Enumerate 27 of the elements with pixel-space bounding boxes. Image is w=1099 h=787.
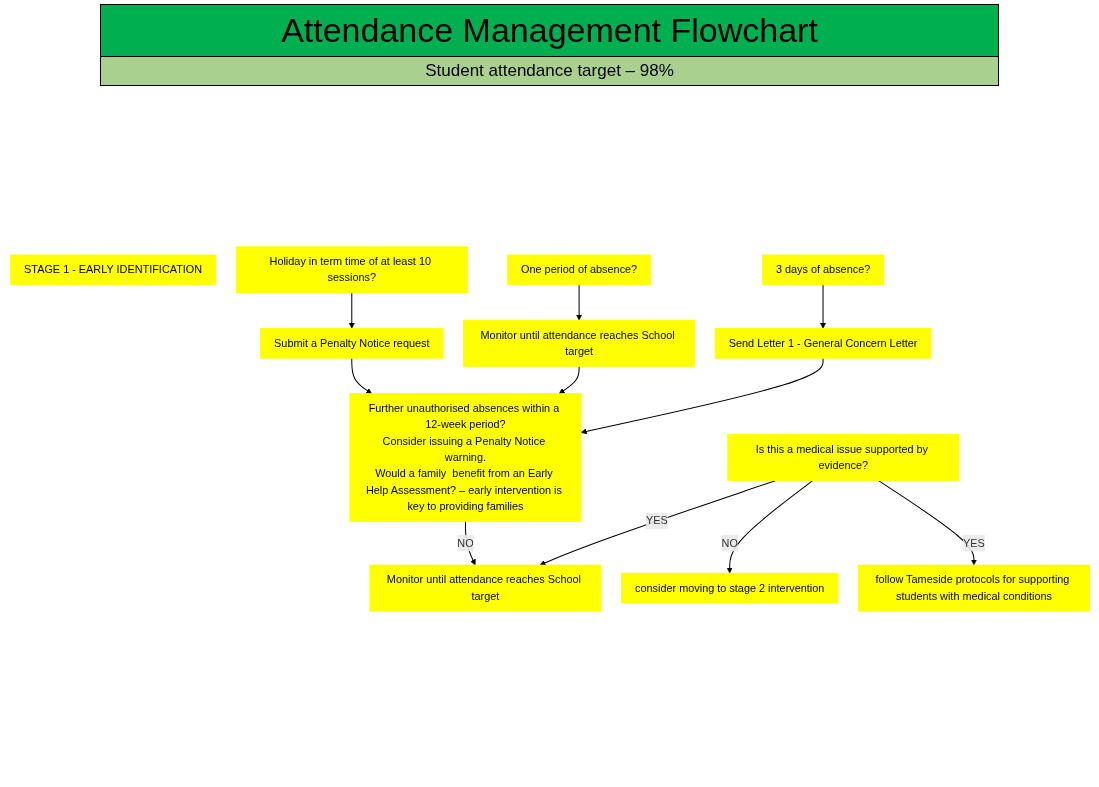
arrow (877, 480, 977, 566)
arrow (350, 357, 372, 394)
node-box: Submit a Penalty Notice request (259, 328, 443, 359)
arrow (575, 284, 582, 321)
arrow (348, 292, 355, 329)
arrow (819, 284, 826, 329)
node-box: Send Letter 1 - General Concern Letter (714, 328, 931, 359)
node-box: Holiday in term time of at least 10 sessions? (235, 246, 468, 294)
node-box: consider moving to stage 2 intervention (620, 572, 838, 604)
edge-label: YES (645, 514, 668, 527)
node-box: STAGE 1 - EARLY IDENTIFICATION (9, 254, 216, 286)
node-box: One period of absence? (506, 254, 651, 286)
edge-label: YES (962, 537, 985, 549)
edge-label: NO (721, 537, 738, 549)
node-box: Is this a medical issue supported by evidence? (726, 434, 959, 481)
node-box: Monitor until attendance reaches School target (369, 564, 601, 612)
title-banner: Attendance Management Flowchart (101, 5, 998, 56)
arrow (558, 365, 580, 394)
arrow (580, 357, 824, 435)
subtitle-banner: Student attendance target – 98% (101, 56, 998, 85)
node-box: Further unauthorised absences within a 12-week period? Consider issuing a Penalty Notice warning. Would a family benefit from an Early Help Assessment? – early intervention is key to providing families (349, 393, 581, 522)
edge-label: NO (456, 537, 474, 549)
node-box: 3 days of absence? (761, 254, 884, 286)
arrow (726, 480, 813, 574)
node-box: follow Tameside protocols for supporting students with medical conditions (857, 564, 1090, 612)
node-box: Monitor until attendance reaches School target (462, 319, 695, 367)
arrow (539, 480, 776, 566)
